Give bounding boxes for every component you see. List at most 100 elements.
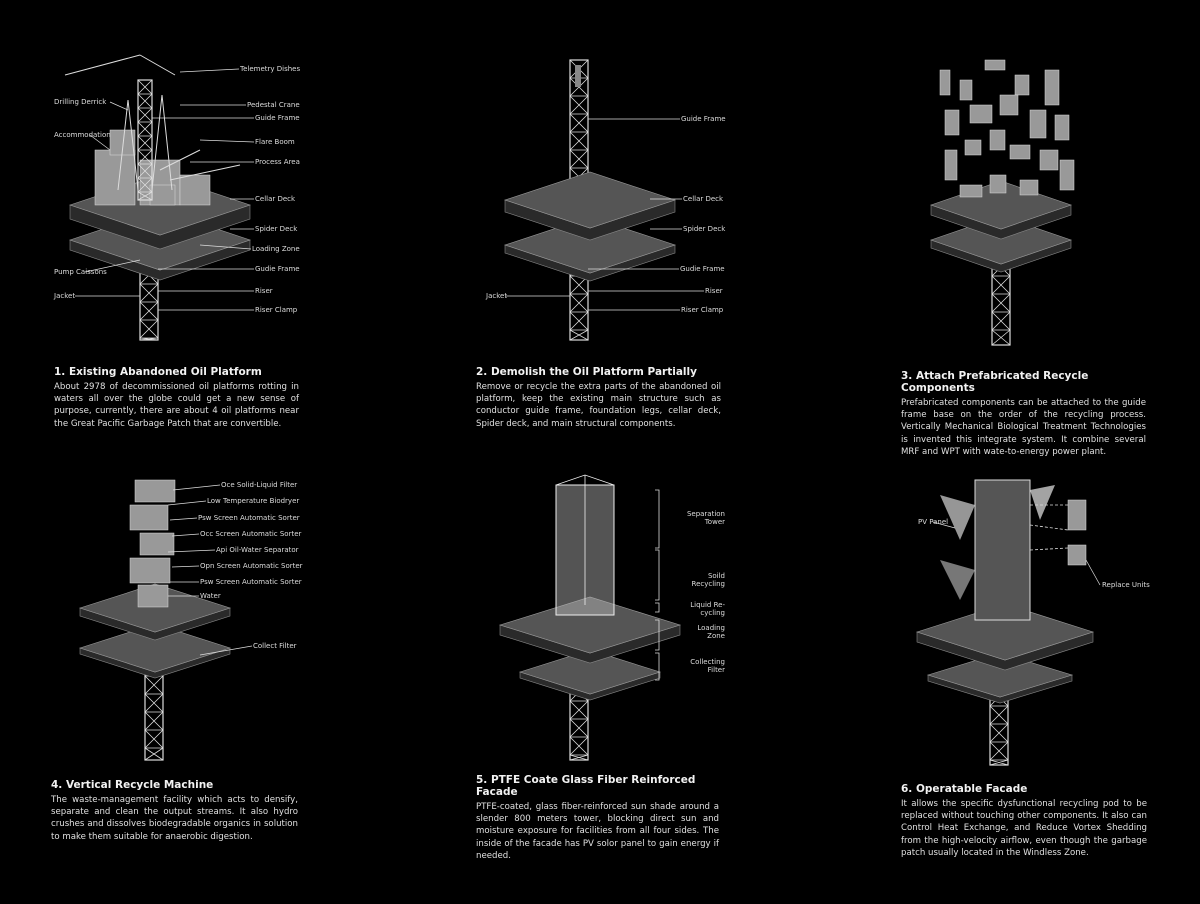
prefab-component [944, 149, 958, 181]
bracket [655, 619, 660, 651]
prefab-component [1029, 109, 1047, 139]
label-riser: Riser [705, 287, 723, 295]
pv-panel [940, 560, 975, 600]
label-solid-liquid-filter: Oce Solid-Liquid Filter [221, 481, 298, 489]
label-liquid-recycling: Liquid Re- cycling [690, 601, 725, 617]
cellar-deck [504, 171, 676, 229]
label-guide-frame: Guide Frame [255, 114, 300, 122]
label-psw-sorter-2: Psw Screen Automatic Sorter [200, 578, 302, 586]
drilling-derrick [117, 94, 173, 191]
pedestal-crane [64, 54, 241, 181]
label-pv-panel: PV Panel [918, 518, 949, 526]
label-collecting-filter: Collecting Filter [690, 658, 725, 674]
tower-core [974, 479, 1031, 621]
bracket [655, 602, 660, 613]
panel-2-body: Remove or recycle the extra parts of the… [476, 382, 721, 429]
prefab-component [1009, 144, 1031, 160]
label-psw-sorter-1: Psw Screen Automatic Sorter [198, 514, 300, 522]
recycle-module [137, 584, 169, 608]
replace-unit [1067, 544, 1087, 566]
label-loading-zone: Loading Zone [252, 245, 300, 253]
panel-1-caption: 1. Existing Abandoned Oil Platform About… [54, 366, 299, 430]
label-replace-units: Replace Units [1102, 581, 1150, 589]
panel-6-body: It allows the specific dysfunctional rec… [901, 799, 1147, 858]
process-module [94, 149, 136, 206]
facade-edge [555, 474, 615, 605]
panel-5-caption: 5. PTFE Coate Glass Fiber Reinforced Fac… [476, 774, 719, 862]
prefab-component [964, 139, 982, 156]
prefab-component [989, 174, 1007, 194]
label-riser-clamp: Riser Clamp [255, 306, 298, 314]
prefab-component [939, 69, 951, 96]
prefab-component [1054, 114, 1070, 141]
leader-line [84, 259, 141, 273]
label-gudie-frame: Gudie Frame [255, 265, 300, 273]
prefab-component [944, 109, 960, 136]
leader-line [167, 549, 216, 553]
leader-line [109, 101, 129, 111]
panel-4-caption: 4. Vertical Recycle Machine The waste-ma… [51, 779, 298, 843]
label-spider-deck: Spider Deck [683, 225, 726, 233]
prefab-component [984, 59, 1006, 71]
panel-3-title: 3. Attach Prefabricated Recycle Componen… [901, 370, 1089, 394]
label-process-area: Process Area [255, 158, 300, 166]
label-opn-sorter: Opn Screen Automatic Sorter [200, 562, 303, 570]
label-water: Water [200, 592, 221, 600]
label-cellar-deck: Cellar Deck [255, 195, 296, 203]
label-riser-clamp: Riser Clamp [681, 306, 724, 314]
prefab-component [1039, 149, 1059, 171]
panel-2-caption: 2. Demolish the Oil Platform Partially R… [476, 366, 721, 430]
loading-deck [498, 596, 682, 654]
panel-4-title: 4. Vertical Recycle Machine [51, 779, 214, 791]
leader-line [171, 533, 200, 537]
conductor-pipe [575, 65, 581, 87]
label-telemetry-dishes: Telemetry Dishes [240, 65, 301, 73]
recycle-module [134, 479, 176, 503]
panel-5-body: PTFE-coated, glass fiber-reinforced sun … [476, 802, 719, 861]
prefab-component [1044, 69, 1060, 106]
panel-2-title: 2. Demolish the Oil Platform Partially [476, 366, 697, 378]
label-occ-sorter: Occ Screen Automatic Sorter [200, 530, 302, 538]
bracket [655, 549, 660, 601]
leader-line [179, 68, 240, 73]
leader-line [167, 500, 207, 506]
label-oil-water-separator: Api Oil-Water Separator [216, 546, 299, 554]
replace-guide-dashed [1029, 504, 1069, 551]
pv-panel [940, 495, 975, 540]
label-flare-boom: Flare Boom [255, 138, 295, 146]
label-guide-frame: Guide Frame [681, 115, 726, 123]
guide-frame-derrick-bracing [137, 79, 153, 201]
replace-unit [1067, 499, 1087, 531]
panel-5-title: 5. PTFE Coate Glass Fiber Reinforced Fac… [476, 774, 696, 798]
leader-line [172, 484, 221, 491]
leader-line [199, 139, 255, 143]
leader-line [932, 521, 956, 529]
panel-3-body: Prefabricated components can be attached… [901, 398, 1146, 457]
prefab-component [959, 79, 973, 101]
panel-1-body: About 2978 of decommissioned oil platfor… [54, 382, 299, 429]
label-collect-filter: Collect Filter [253, 642, 297, 650]
leader-line [199, 645, 253, 656]
label-loading-zone: Loading Zone [697, 624, 725, 640]
label-jacket: Jacket [54, 292, 76, 300]
prefab-component [999, 94, 1019, 116]
prefab-component [959, 184, 983, 198]
leader-line [199, 244, 252, 250]
prefab-component [1019, 179, 1039, 196]
label-solid-recycling: Soild Recycling [691, 572, 725, 588]
prefab-component [1059, 159, 1075, 191]
label-jacket: Jacket [486, 292, 508, 300]
label-spider-deck: Spider Deck [255, 225, 298, 233]
panel-3-caption: 3. Attach Prefabricated Recycle Componen… [901, 370, 1146, 458]
collecting-filter-deck [518, 649, 662, 695]
prefab-component [1014, 74, 1030, 96]
label-cellar-deck: Cellar Deck [683, 195, 724, 203]
panel-4-body: The waste-management facility which acts… [51, 795, 298, 842]
panel-6-title: 6. Operatable Facade [901, 783, 1028, 795]
label-gudie-frame: Gudie Frame [680, 265, 725, 273]
process-module [179, 174, 211, 206]
recycle-module [129, 557, 171, 584]
pv-panel [1030, 485, 1055, 520]
